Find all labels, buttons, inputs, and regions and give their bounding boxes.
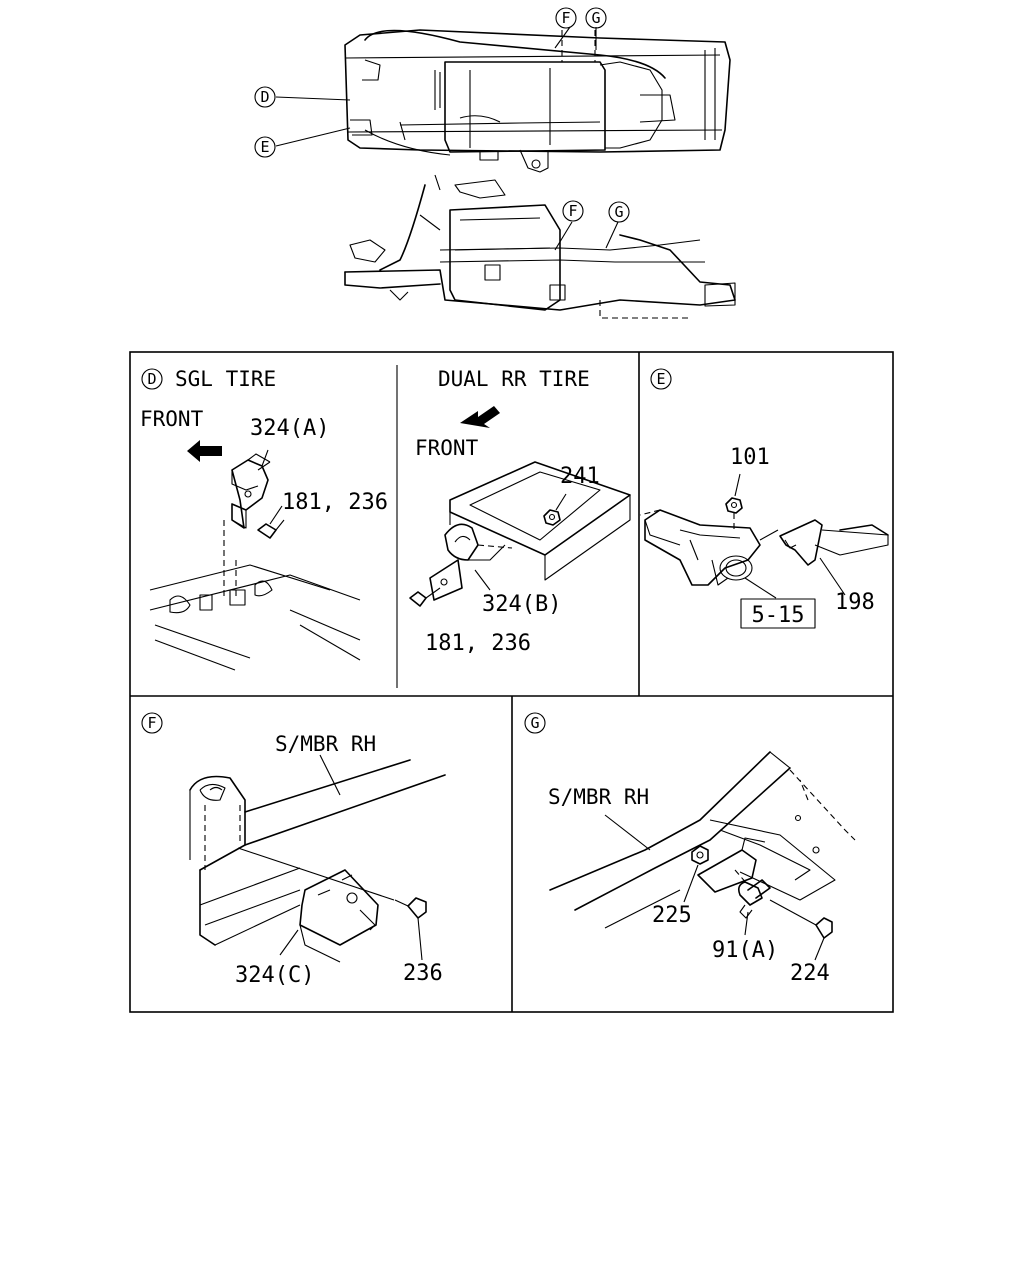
label-181-236-left: 181, 236 [282, 490, 388, 515]
label-5-15: 5-15 [752, 603, 805, 628]
label-101: 101 [730, 445, 770, 470]
label-324c: 324(C) [235, 963, 314, 988]
panel-d-right-title: DUAL RR TIRE [438, 367, 590, 391]
panel-d-letter-circle [141, 368, 163, 390]
label-224: 224 [790, 961, 830, 986]
callout-e-top: E [254, 136, 276, 158]
label-smbr-rh-f: S/MBR RH [275, 732, 376, 756]
svg-text:F: F [561, 9, 570, 27]
detail-frames [129, 351, 894, 1013]
panel-g-letter-circle [524, 712, 546, 734]
panel-d-dual-tire: DUAL RR TIRE FRONT 241 324(B) 181, 236 [409, 367, 631, 656]
label-198: 198 [835, 590, 875, 615]
svg-text:F: F [568, 202, 577, 220]
front-arrow-icon-dual [460, 406, 500, 428]
callout-g-side: G [608, 201, 630, 223]
svg-text:E: E [260, 138, 269, 156]
overview-side-view: F G [344, 174, 736, 319]
svg-text:G: G [614, 203, 623, 221]
panel-g: G S/MBR RH 225 91(A) 224 [524, 712, 856, 986]
panel-g-letter: G [530, 714, 539, 732]
callout-f-top: F [555, 7, 577, 29]
panel-d-right-front-label: FRONT [415, 436, 479, 460]
panel-f-letter-circle [141, 712, 163, 734]
front-arrow-icon [187, 440, 222, 462]
svg-text:D: D [260, 88, 269, 106]
panel-e-letter: E [656, 370, 665, 388]
panel-f: F S/MBR RH 324(C) 236 [141, 712, 446, 988]
overview-top-view: F G D E [254, 7, 731, 173]
ref-box-5-15 [740, 598, 816, 629]
panel-d-single-tire: D SGL TIRE FRONT 324(A) 181, 236 [140, 367, 388, 671]
panel-d-left-front-label: FRONT [140, 407, 204, 431]
callout-d-top: D [254, 86, 276, 108]
panel-e: E 101 198 5-15 [639, 368, 889, 629]
panel-d-letter: D [147, 370, 156, 388]
label-241: 241 [560, 464, 600, 489]
label-smbr-rh-g: S/MBR RH [548, 785, 649, 809]
panel-e-letter-circle [650, 368, 672, 390]
callout-f-side: F [562, 200, 584, 222]
label-324b: 324(B) [482, 592, 561, 617]
callout-g-top: G [585, 7, 607, 29]
label-91a: 91(A) [712, 938, 778, 963]
label-324a: 324(A) [250, 416, 329, 441]
svg-text:G: G [591, 9, 600, 27]
label-225: 225 [652, 903, 692, 928]
panel-f-letter: F [147, 714, 156, 732]
panel-d-left-title: SGL TIRE [175, 367, 276, 391]
label-181-236-right: 181, 236 [425, 631, 531, 656]
label-236-f: 236 [403, 961, 443, 986]
